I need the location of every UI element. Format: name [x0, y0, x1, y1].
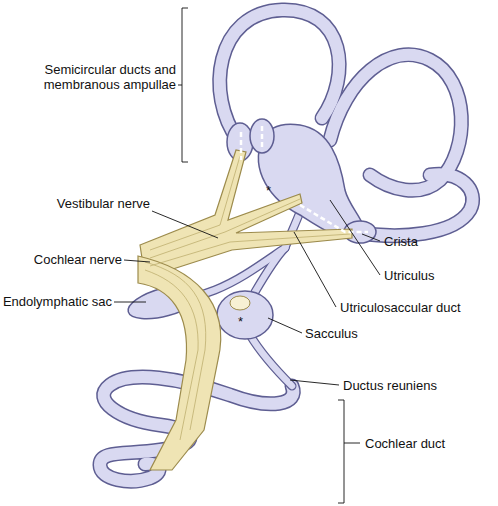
- leader-line: [268, 318, 302, 333]
- utricle-shape: [258, 124, 363, 238]
- bracket: [178, 8, 188, 162]
- nerve-fibers: [145, 156, 350, 440]
- part-label: Sacculus: [305, 326, 405, 341]
- asterisk-mark: *: [266, 183, 278, 198]
- bracket: [338, 400, 360, 503]
- crista-marks: [241, 126, 368, 232]
- part-label: Vestibular nerve: [20, 196, 150, 211]
- part-label: Crista: [384, 234, 484, 249]
- part-label: Utriculus: [384, 268, 484, 283]
- leader-line: [152, 211, 218, 238]
- cochlear-nerve-shape: [138, 256, 221, 470]
- macula-mark: [230, 296, 250, 310]
- part-label: Ductus reuniens: [343, 378, 483, 393]
- leader-line: [290, 380, 339, 385]
- asterisk-mark: *: [238, 314, 250, 329]
- part-label: Endolymphatic sac: [0, 294, 112, 309]
- part-label: Semicircular ducts and membranous ampull…: [4, 62, 176, 92]
- vestibular-nerve-shape: [140, 150, 352, 278]
- leader-line: [362, 234, 380, 241]
- part-label: Cochlear nerve: [0, 252, 122, 267]
- part-label: Utriculosaccular duct: [340, 300, 495, 315]
- part-label: Cochlear duct: [365, 436, 485, 451]
- saccule-shape: [217, 291, 273, 339]
- leader-line: [114, 302, 146, 303]
- leader-line: [124, 260, 150, 262]
- leader-line: [294, 232, 336, 307]
- leader-line: [330, 200, 380, 275]
